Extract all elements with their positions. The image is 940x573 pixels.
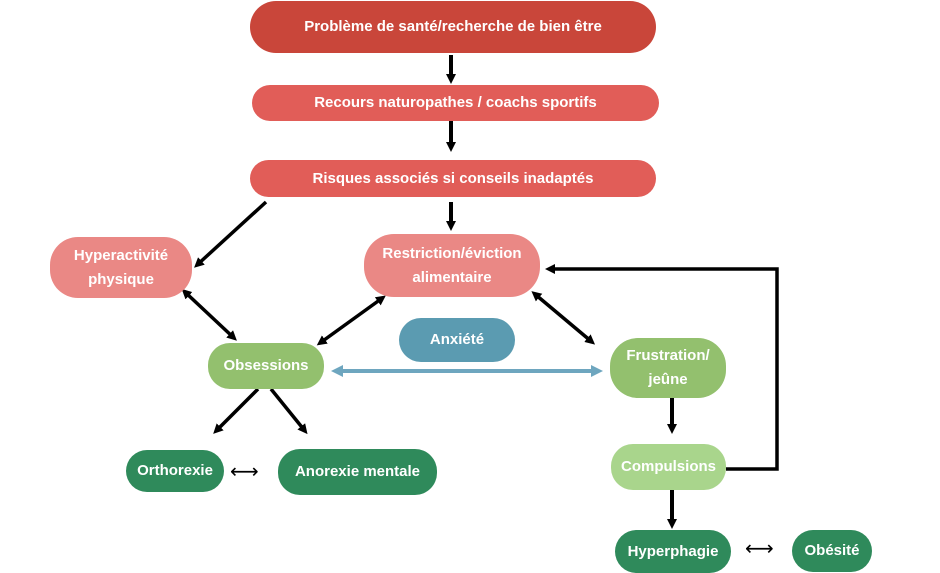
node-anorexie-mentale: Anorexie mentale xyxy=(278,449,437,495)
node-risques-associes-label: Risques associés si conseils inadaptés xyxy=(312,169,594,187)
node-hyperactivite-line-2: physique xyxy=(88,270,154,288)
node-frustration-line-1: Frustration/ xyxy=(626,347,710,364)
arrow-obsessions-orthorexie xyxy=(213,387,260,434)
node-restriction-alimentaire: Restriction/éviction alimentaire xyxy=(364,234,540,297)
node-probleme-sante-label: Problème de santé/recherche de bien être xyxy=(304,18,602,35)
node-anxiete-label: Anxiété xyxy=(429,331,485,348)
node-recours-naturopathes-label: Recours naturopathes / coachs sportifs xyxy=(314,94,597,111)
node-restriction-line-2: alimentaire xyxy=(412,268,492,286)
node-risques-associes: Risques associés si conseils inadaptés xyxy=(250,160,656,197)
node-recours-naturopathes: Recours naturopathes / coachs sportifs xyxy=(252,85,659,121)
node-restriction-line-1: Restriction/éviction xyxy=(382,244,522,262)
node-hyperphagie-label: Hyperphagie xyxy=(627,542,719,560)
node-obsessions: Obsessions xyxy=(208,343,324,389)
arrow-risques-hyperactivite xyxy=(194,200,268,268)
arrow-restriction-frustration xyxy=(531,291,596,345)
node-orthorexie-label: Orthorexie xyxy=(137,462,213,479)
node-obesite-label: Obésité xyxy=(804,542,860,559)
node-hyperactivite-line-1: Hyperactivité xyxy=(73,246,169,264)
node-compulsions-label: Compulsions xyxy=(620,458,716,475)
arrow-restriction-obsessions xyxy=(316,295,386,346)
node-anxiete: Anxiété xyxy=(399,318,515,362)
node-frustration-line-2: jeûne xyxy=(648,371,688,388)
node-anorexie-mentale-label: Anorexie mentale xyxy=(294,463,421,480)
node-obsessions-label: Obsessions xyxy=(223,357,309,374)
arrow-compulsions-restriction-loop xyxy=(545,264,779,471)
node-hyperactivite-physique: Hyperactivité physique xyxy=(50,237,192,298)
double-arrow-orthorexie-anorexie: ⟷ xyxy=(230,459,259,483)
double-arrow-hyperphagie-obesite: ⟷ xyxy=(745,536,774,560)
arrow-obsessions-anorexie xyxy=(269,387,308,435)
node-obesite: Obésité xyxy=(792,530,872,572)
node-probleme-sante: Problème de santé/recherche de bien être xyxy=(250,1,656,53)
node-hyperphagie: Hyperphagie xyxy=(615,530,731,573)
arrow-hyperactivite-obsessions xyxy=(181,288,237,341)
node-compulsions: Compulsions xyxy=(611,444,726,490)
node-frustration-jeune: Frustration/ jeûne xyxy=(610,338,726,398)
node-orthorexie: Orthorexie xyxy=(126,450,224,492)
